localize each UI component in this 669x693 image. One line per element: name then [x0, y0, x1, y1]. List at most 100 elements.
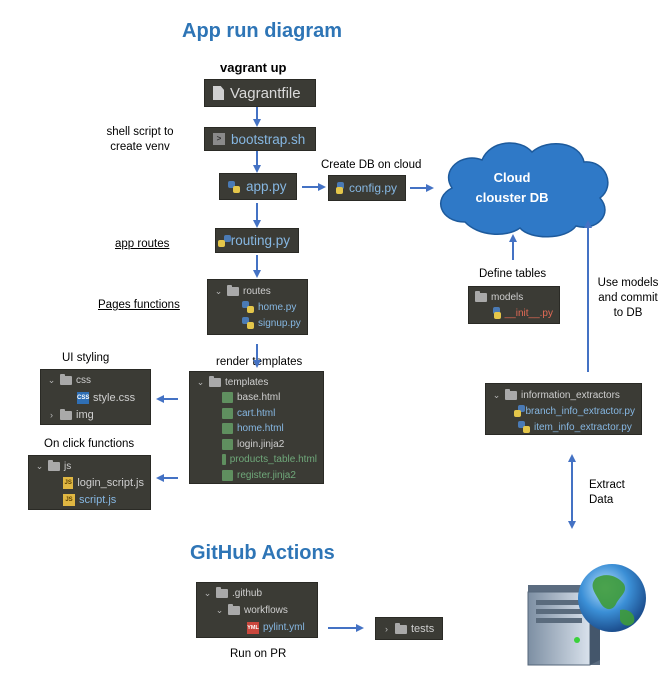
shell-script-icon: >: [213, 133, 225, 145]
folder-icon: [505, 388, 517, 400]
chevron-right-icon: ›: [50, 410, 53, 420]
js-tree: ⌄ js JS login_script.js JS script.js: [28, 455, 151, 510]
js-folder-row[interactable]: ⌄ js: [35, 458, 144, 474]
routes-item-name: signup.py: [258, 317, 301, 329]
folder-icon: [209, 375, 221, 387]
chevron-down-icon: ⌄: [214, 285, 223, 296]
app-py-box: app.py: [219, 173, 297, 200]
img-folder-name: img: [76, 409, 94, 421]
templates-folder-row[interactable]: ⌄ templates: [196, 374, 317, 390]
folder-icon: [227, 284, 239, 296]
img-folder-row[interactable]: › img: [47, 407, 144, 423]
js-file-row[interactable]: JS login_script.js: [35, 474, 144, 491]
models-folder-name: models: [491, 291, 524, 303]
use-models-line2: and commit: [598, 292, 658, 304]
chevron-down-icon: ⌄: [203, 588, 212, 598]
routes-item-name: home.py: [258, 301, 297, 313]
template-item[interactable]: products_table.html: [196, 452, 317, 468]
extractors-folder-row[interactable]: ⌄ information_extractors: [492, 387, 635, 403]
template-item-name: base.html: [237, 392, 281, 404]
python-icon: [242, 301, 254, 313]
python-icon: [219, 234, 229, 247]
js-file-name: script.js: [79, 493, 117, 506]
routes-folder-row[interactable]: ⌄ routes: [214, 283, 301, 299]
chevron-down-icon: ⌄: [35, 460, 44, 471]
cloud-line1: Cloud: [493, 170, 531, 185]
css-file-icon: CSS: [77, 391, 89, 404]
css-file-name: style.css: [93, 391, 136, 404]
yml-file-icon: YML: [247, 621, 259, 634]
extractor-item[interactable]: branch_info_extractor.py: [492, 403, 635, 419]
config-py-box: config.py: [328, 175, 406, 201]
folder-icon: [216, 587, 228, 598]
server-globe-icon: [527, 564, 646, 666]
css-folder-row[interactable]: ⌄ css: [47, 372, 144, 388]
pages-functions-label: Pages functions: [98, 299, 180, 311]
template-item[interactable]: cart.html: [196, 406, 317, 422]
routes-item[interactable]: signup.py: [214, 315, 301, 331]
extract-line1: Extract: [589, 479, 625, 491]
template-item[interactable]: home.html: [196, 421, 317, 437]
folder-icon: [60, 373, 72, 385]
js-file-row[interactable]: JS script.js: [35, 491, 144, 508]
shell-script-label: shell script to create venv: [100, 125, 180, 155]
use-models-line1: Use models: [597, 277, 659, 289]
template-item[interactable]: register.jinja2: [196, 468, 317, 484]
app-py-name: app.py: [246, 179, 287, 194]
extract-line2: Data: [589, 494, 614, 506]
extractor-item[interactable]: item_info_extractor.py: [492, 419, 635, 435]
extract-data-label: Extract Data: [589, 478, 625, 508]
routing-py-box: routing.py: [215, 228, 299, 253]
run-on-pr-label: Run on PR: [230, 648, 287, 660]
folder-icon: [228, 604, 240, 615]
chevron-down-icon: ⌄: [196, 376, 205, 387]
templates-tree: ⌄ templates base.html cart.html home.htm…: [189, 371, 324, 484]
js-file-name: login_script.js: [77, 476, 144, 489]
ui-styling-label: UI styling: [62, 352, 110, 364]
chevron-down-icon: ⌄: [47, 374, 56, 385]
folder-icon: [48, 459, 60, 471]
on-click-functions-label: On click functions: [44, 438, 135, 450]
config-py-name: config.py: [348, 181, 397, 195]
template-item-name: login.jinja2: [237, 438, 285, 450]
routes-item[interactable]: home.py: [214, 299, 301, 315]
folder-icon: [395, 622, 407, 634]
vagrantfile-name: Vagrantfile: [230, 84, 301, 102]
python-icon: [513, 405, 527, 417]
bootstrap-name: bootstrap.sh: [231, 131, 306, 147]
js-folder-name: js: [64, 460, 72, 472]
bootstrap-box: > bootstrap.sh: [204, 127, 316, 151]
css-file-row[interactable]: CSS style.css: [47, 388, 144, 407]
workflows-folder-name: workflows: [244, 605, 288, 616]
shell-script-line1: shell script to: [106, 126, 174, 138]
html-file-icon: [222, 407, 233, 419]
css-folder-name: css: [76, 374, 91, 386]
template-item[interactable]: login.jinja2: [196, 437, 317, 453]
html-file-icon: [222, 423, 233, 435]
vagrant-up-label: vagrant up: [220, 60, 287, 75]
folder-icon: [475, 290, 487, 302]
github-tree: ⌄ .github ⌄ workflows YML pylint.yml: [196, 582, 318, 638]
cloud-shape: [440, 142, 609, 238]
template-item[interactable]: base.html: [196, 390, 317, 406]
extractors-folder-name: information_extractors: [521, 389, 620, 401]
define-tables-label: Define tables: [479, 268, 547, 280]
workflows-folder-row[interactable]: ⌄ workflows: [203, 602, 311, 619]
models-file-row[interactable]: __init__.py: [475, 305, 553, 321]
extractor-item-name: item_info_extractor.py: [534, 421, 632, 433]
shell-script-line2: create venv: [110, 141, 170, 153]
js-file-icon: JS: [63, 476, 74, 489]
models-folder-row[interactable]: models: [475, 289, 553, 305]
tests-folder-row[interactable]: › tests: [382, 621, 436, 637]
extractors-tree: ⌄ information_extractors branch_info_ext…: [485, 383, 642, 435]
vagrantfile-box: Vagrantfile: [204, 79, 316, 107]
github-folder-name: .github: [232, 588, 263, 599]
use-models-line3: to DB: [613, 307, 643, 319]
template-item-name: home.html: [237, 423, 284, 435]
template-item-name: products_table.html: [229, 454, 317, 466]
pylint-file-row[interactable]: YML pylint.yml: [203, 619, 311, 636]
github-folder-row[interactable]: ⌄ .github: [203, 585, 311, 602]
jinja-file-icon: [222, 469, 233, 481]
tests-folder-name: tests: [411, 623, 435, 635]
python-icon: [335, 182, 344, 194]
